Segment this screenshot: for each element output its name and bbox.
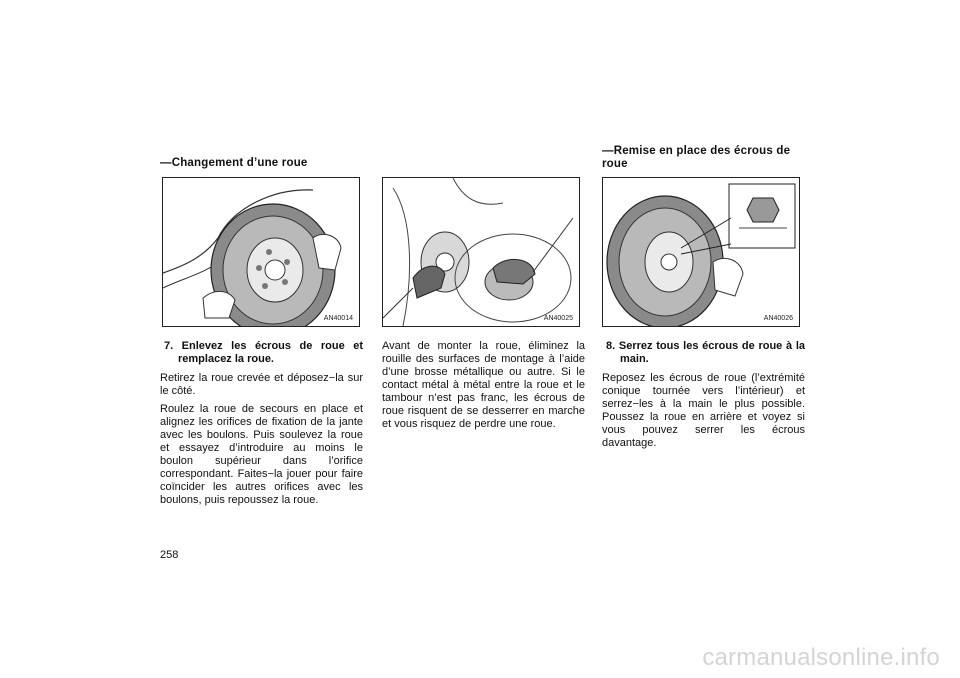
page-number: 258 <box>160 549 179 561</box>
figure-code: AN40025 <box>543 315 573 322</box>
watermark: carmanualsonline.info <box>702 644 940 671</box>
rust-brushing-illustration <box>383 178 574 326</box>
paragraph: Reposez les écrous de roue (l’extrémité … <box>602 372 805 449</box>
column-right: 8. Serrez tous les écrous de roue à la m… <box>602 340 805 455</box>
step-7-title: 7. Enlevez les écrous de roue et remplac… <box>164 340 363 365</box>
figure-code: AN40026 <box>763 315 793 322</box>
paragraph: Avant de monter la roue, éliminez la rou… <box>382 340 585 430</box>
column-left: 7. Enlevez les écrous de roue et remplac… <box>160 340 363 512</box>
figure-hand-tighten-nuts: AN40026 <box>602 177 800 327</box>
paragraph: Retirez la roue crevée et déposez−la sur… <box>160 372 363 397</box>
figure-code: AN40014 <box>323 315 353 322</box>
column-middle: Avant de monter la roue, éliminez la rou… <box>382 340 585 436</box>
hand-tighten-illustration <box>606 183 796 326</box>
step-8-title: 8. Serrez tous les écrous de roue à la m… <box>606 340 805 365</box>
figure-wheel-removal: AN40014 <box>162 177 360 327</box>
figure-rust-brushing: AN40025 <box>382 177 580 327</box>
section-heading-tire-change: —Changement d’une roue <box>160 157 308 169</box>
wheel-removal-illustration <box>163 189 342 326</box>
section-heading-lug-nut-reinstall: —Remise en place des écrous de roue <box>602 145 791 170</box>
paragraph: Roulez la roue de secours en place et al… <box>160 403 363 506</box>
